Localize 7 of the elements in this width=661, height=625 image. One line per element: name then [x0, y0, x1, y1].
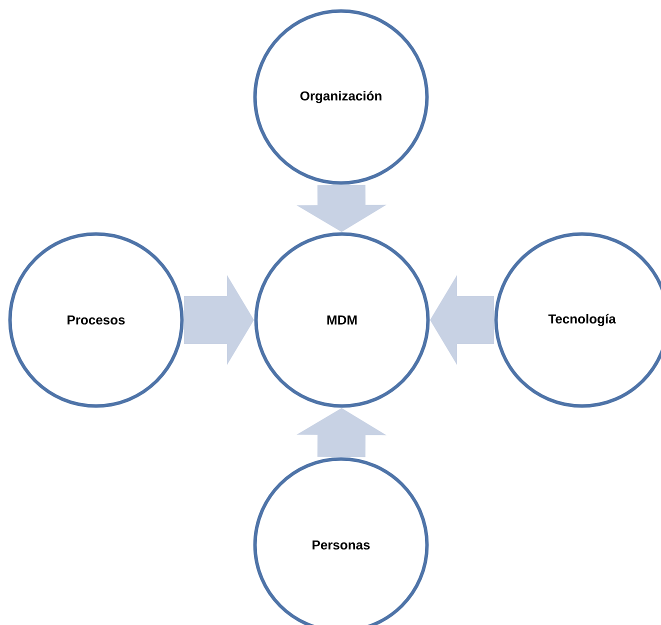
block-arrow: [296, 184, 386, 232]
circle-node: Organización: [253, 9, 429, 185]
circle-node: Procesos: [8, 232, 184, 408]
block-arrow: [430, 275, 494, 365]
circle-node: MDM: [254, 232, 430, 408]
block-arrow: [184, 275, 254, 365]
block-arrow: [296, 408, 386, 458]
